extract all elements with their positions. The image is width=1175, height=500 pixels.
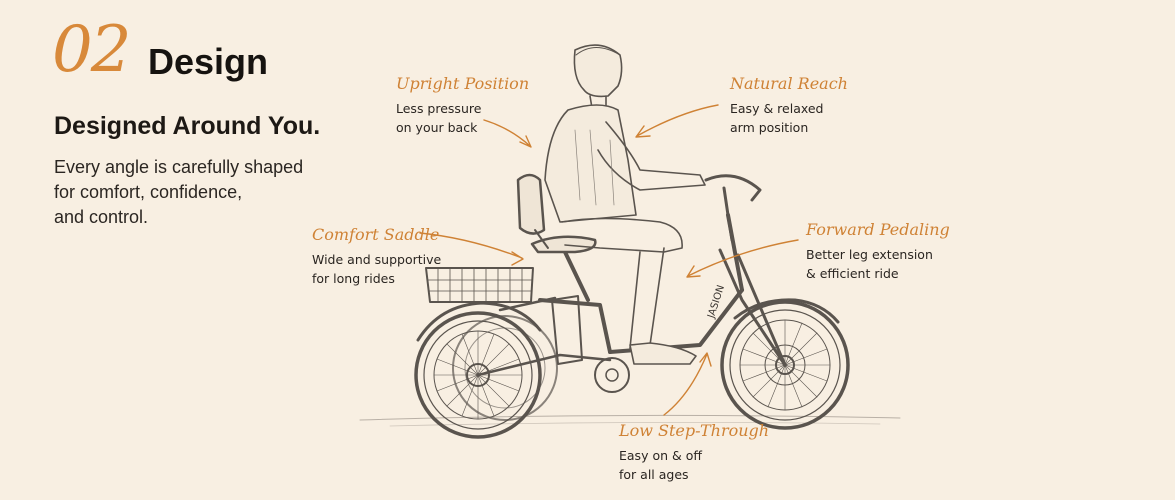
callout-title: Upright Position bbox=[396, 74, 530, 93]
callout-line: Easy & relaxed bbox=[730, 101, 824, 116]
callout-line: Better leg extension bbox=[806, 247, 933, 262]
callout-line: for long rides bbox=[312, 271, 395, 286]
step-arrow bbox=[663, 352, 712, 416]
callout-natural-reach: Natural Reach Easy & relaxed arm positio… bbox=[730, 76, 848, 137]
rear-basket bbox=[425, 267, 534, 303]
body-line: and control. bbox=[54, 207, 149, 227]
backrest bbox=[516, 173, 546, 235]
callout-description: Easy & relaxed arm position bbox=[730, 99, 848, 137]
callout-title: Comfort Saddle bbox=[312, 225, 440, 244]
callout-title: Low Step-Through bbox=[619, 421, 770, 440]
callout-line: & efficient ride bbox=[806, 266, 899, 281]
callout-title: Natural Reach bbox=[730, 74, 848, 93]
callout-line: on your back bbox=[396, 120, 478, 135]
section-number: 02 bbox=[52, 13, 131, 87]
callout-low-step-through: Low Step-Through Easy on & off for all a… bbox=[619, 423, 769, 484]
callout-line: Wide and supportive bbox=[312, 252, 442, 267]
battery-pack bbox=[551, 295, 583, 365]
callout-line: Easy on & off bbox=[619, 448, 702, 463]
callout-line: arm position bbox=[730, 120, 809, 135]
body-line: for comfort, confidence, bbox=[54, 182, 243, 202]
rider bbox=[544, 44, 706, 365]
body-line: Every angle is carefully shaped bbox=[54, 157, 304, 177]
callout-title: Forward Pedaling bbox=[806, 220, 950, 239]
saddle-arrow bbox=[419, 232, 524, 266]
callout-line: Less pressure bbox=[396, 101, 482, 116]
front-fender bbox=[733, 298, 840, 324]
handlebar bbox=[704, 174, 762, 202]
callout-description: Less pressure on your back bbox=[396, 99, 529, 137]
callout-comfort-saddle: Comfort Saddle Wide and supportive for l… bbox=[312, 227, 441, 288]
reach-arrow bbox=[635, 104, 719, 138]
headline: Designed Around You. bbox=[54, 112, 321, 140]
body-copy: Every angle is carefully shaped for comf… bbox=[54, 155, 354, 230]
upright-arrow bbox=[483, 119, 532, 148]
callout-description: Wide and supportive for long rides bbox=[312, 250, 441, 288]
pedaling-arrow bbox=[686, 239, 799, 278]
callout-description: Easy on & off for all ages bbox=[619, 446, 769, 484]
callout-forward-pedaling: Forward Pedaling Better leg extension & … bbox=[806, 222, 950, 283]
callout-description: Better leg extension & efficient ride bbox=[806, 245, 950, 283]
chainring bbox=[594, 357, 630, 393]
section-title: Design bbox=[148, 41, 269, 82]
callout-line: for all ages bbox=[619, 467, 689, 482]
front-fork bbox=[726, 213, 787, 367]
callout-upright-position: Upright Position Less pressure on your b… bbox=[396, 76, 529, 137]
